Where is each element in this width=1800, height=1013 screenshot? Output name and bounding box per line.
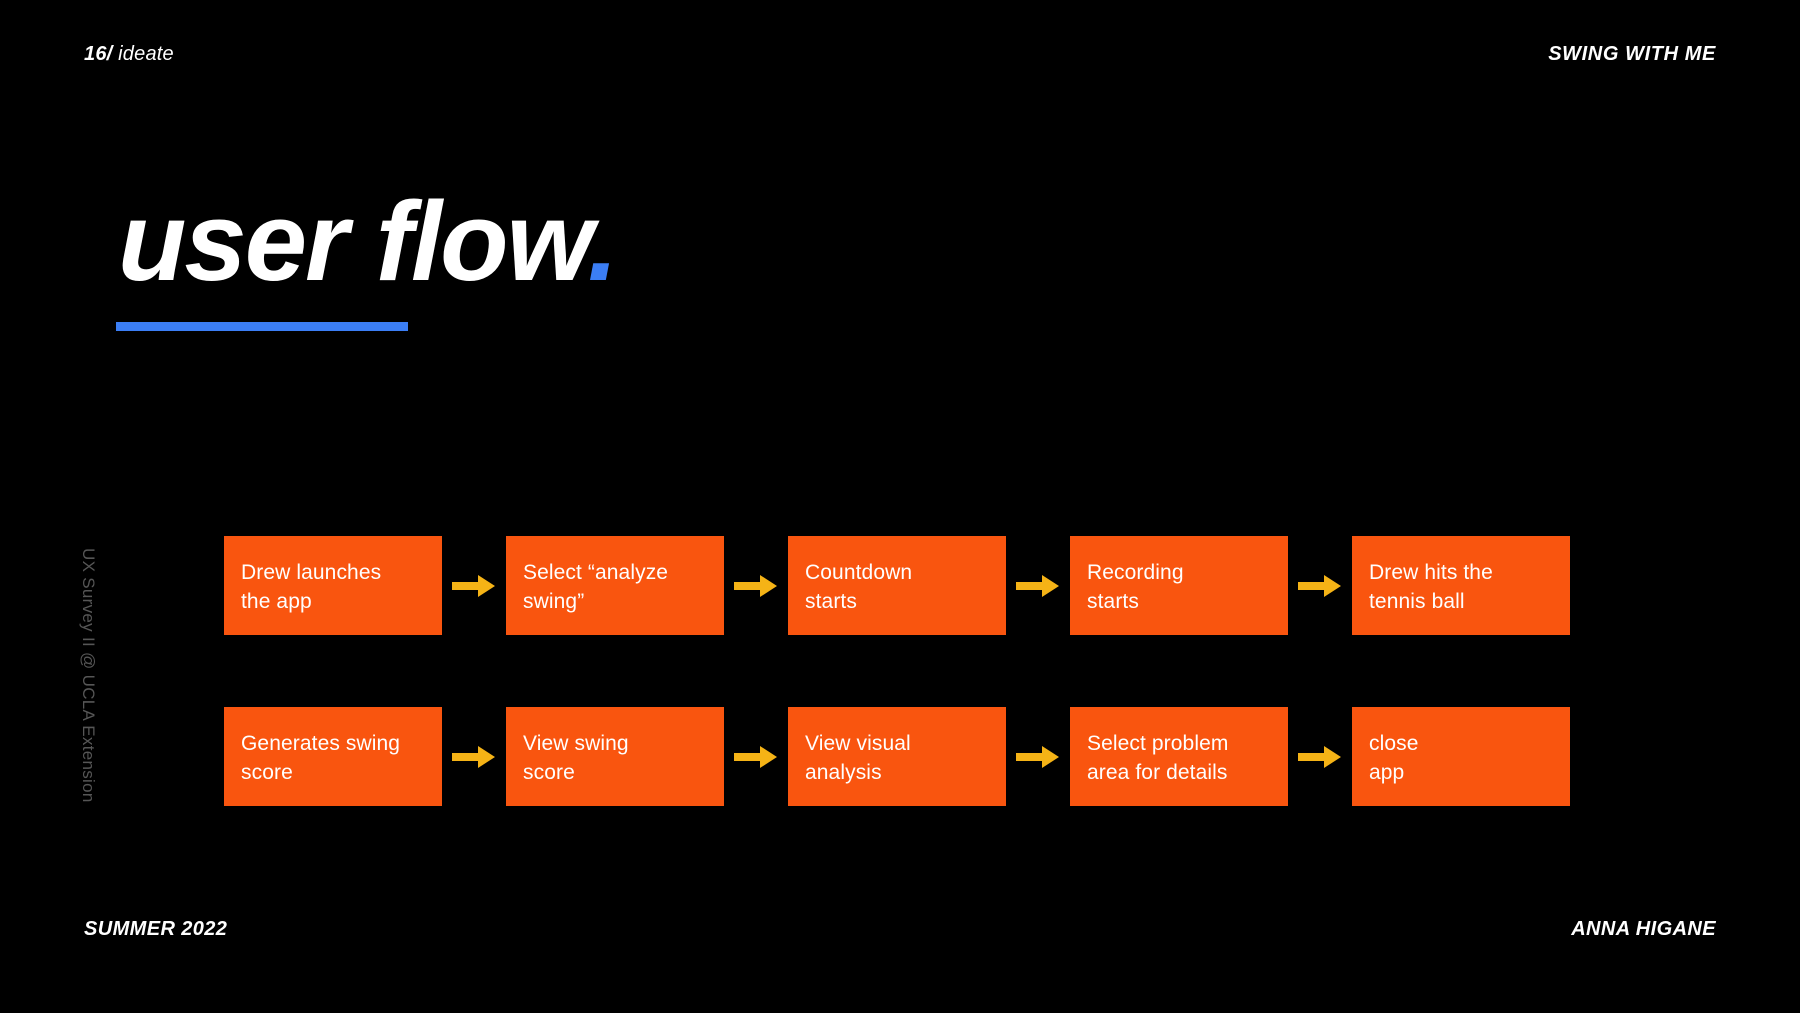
arrow-right-icon: [1288, 707, 1352, 806]
arrow-right-icon: [724, 707, 788, 806]
side-caption: UX Survey II @ UCLA Extension: [72, 548, 102, 848]
slide-section-header: 16/ ideate: [84, 43, 174, 66]
page-title-period: .: [587, 179, 618, 304]
flow-node-line-1: Select “analyze: [523, 561, 669, 584]
flow-node[interactable]: View visual analysis: [788, 707, 1006, 806]
flow-node-line-2: starts: [1087, 590, 1139, 613]
footer-term: SUMMER 2022: [84, 918, 228, 940]
flow-node-line-1: Generates swing: [241, 732, 401, 755]
side-caption-text: UX Survey II @ UCLA Extension: [79, 548, 98, 803]
footer-author: ANNA HIGANE: [1571, 918, 1716, 940]
arrow-right-icon: [442, 536, 506, 635]
flow-node-line-2: swing”: [523, 590, 585, 613]
flow-node[interactable]: Select “analyze swing”: [506, 536, 724, 635]
flow-row-2: Generates swing score View swing score V…: [224, 707, 1570, 806]
flow-node-line-2: tennis ball: [1369, 590, 1465, 613]
slide-section-name: ideate: [112, 43, 174, 65]
flow-node-line-1: Drew hits the: [1369, 561, 1493, 584]
flow-node-line-2: app: [1369, 761, 1405, 784]
page-title: user flow.: [118, 186, 619, 298]
flow-node[interactable]: Countdown starts: [788, 536, 1006, 635]
arrow-right-icon: [1006, 536, 1070, 635]
page-title-block: user flow.: [118, 186, 619, 298]
project-title: SWING WITH ME: [1548, 43, 1716, 65]
flow-node-line-1: Countdown: [805, 561, 913, 584]
slide-number: 16/: [84, 43, 113, 65]
flow-node[interactable]: close app: [1352, 707, 1570, 806]
flow-node-line-2: area for details: [1087, 761, 1228, 784]
flow-row-1: Drew launches the app Select “analyze sw…: [224, 536, 1570, 635]
arrow-right-icon: [1006, 707, 1070, 806]
flow-node-line-1: View visual: [805, 732, 911, 755]
flow-node-line-1: View swing: [523, 732, 629, 755]
flow-node-line-2: the app: [241, 590, 312, 613]
flow-node[interactable]: Generates swing score: [224, 707, 442, 806]
arrow-right-icon: [1288, 536, 1352, 635]
title-underline-rule: [116, 322, 408, 331]
flow-node[interactable]: Drew hits the tennis ball: [1352, 536, 1570, 635]
flow-node[interactable]: Recording starts: [1070, 536, 1288, 635]
flow-node[interactable]: Select problem area for details: [1070, 707, 1288, 806]
user-flow-diagram: Drew launches the app Select “analyze sw…: [224, 536, 1570, 806]
page-title-text: user flow: [118, 179, 589, 304]
flow-node[interactable]: View swing score: [506, 707, 724, 806]
flow-node[interactable]: Drew launches the app: [224, 536, 442, 635]
flow-node-line-1: Select problem: [1087, 732, 1229, 755]
flow-node-line-2: score: [241, 761, 293, 784]
flow-node-line-1: Recording: [1087, 561, 1184, 584]
flow-node-line-2: starts: [805, 590, 857, 613]
arrow-right-icon: [442, 707, 506, 806]
flow-node-line-1: close: [1369, 732, 1419, 755]
flow-node-line-2: score: [523, 761, 575, 784]
flow-node-line-1: Drew launches: [241, 561, 382, 584]
flow-node-line-2: analysis: [805, 761, 882, 784]
arrow-right-icon: [724, 536, 788, 635]
